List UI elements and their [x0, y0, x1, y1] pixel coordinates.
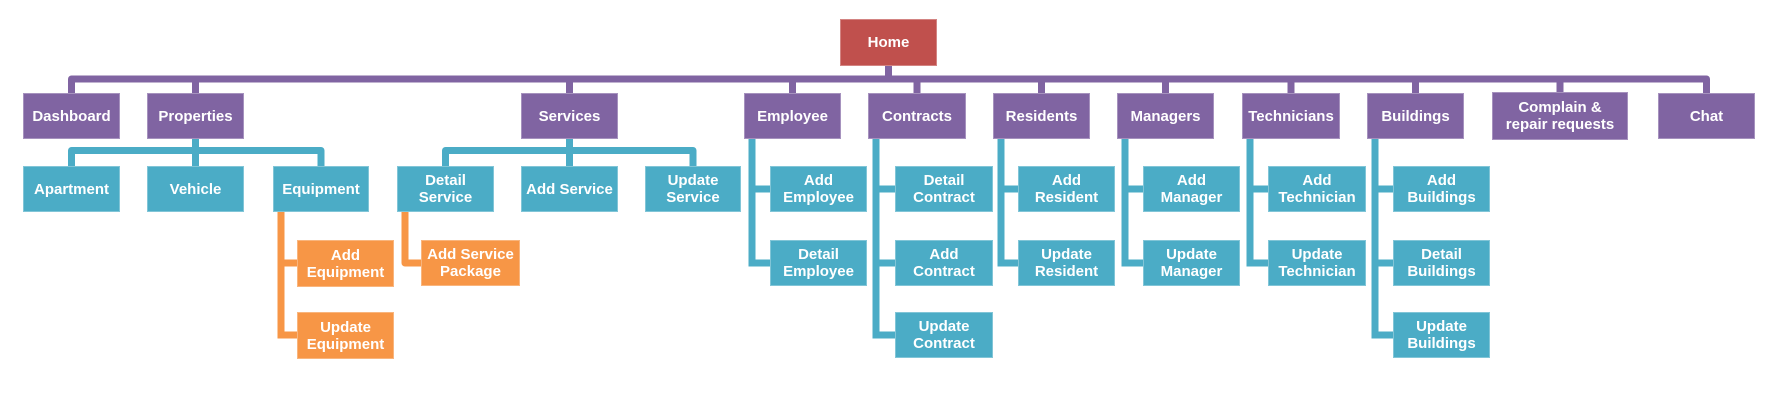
node-add-technician: Add Technician: [1268, 166, 1366, 212]
node-update-contract: Update Contract: [895, 312, 993, 358]
connector-detail-service-children: [401, 212, 421, 267]
node-add-resident: Add Resident: [1018, 166, 1115, 212]
node-add-manager: Add Manager: [1143, 166, 1240, 212]
node-update-resident: Update Resident: [1018, 240, 1115, 286]
node-vehicle: Vehicle: [147, 166, 244, 212]
connector-employee-children: [748, 139, 770, 267]
connector-home-sections: [68, 66, 1710, 93]
node-detail-employee: Detail Employee: [770, 240, 867, 286]
node-add-employee: Add Employee: [770, 166, 867, 212]
node-add-service: Add Service: [521, 166, 618, 212]
node-chat: Chat: [1658, 93, 1755, 139]
node-services: Services: [521, 93, 618, 139]
node-complain-repair-requests: Complain & repair requests: [1492, 92, 1628, 140]
node-technicians: Technicians: [1242, 93, 1340, 139]
connector-equipment-children: [277, 212, 297, 339]
node-managers: Managers: [1117, 93, 1214, 139]
node-home: Home: [840, 19, 937, 66]
node-contracts: Contracts: [868, 93, 966, 139]
node-employee: Employee: [744, 93, 841, 139]
node-update-service: Update Service: [645, 166, 741, 212]
node-add-service-package: Add Service Package: [421, 240, 520, 286]
connector-residents-children: [997, 139, 1018, 267]
node-detail-buildings: Detail Buildings: [1393, 240, 1490, 286]
node-properties: Properties: [147, 93, 244, 139]
node-equipment: Equipment: [273, 166, 369, 212]
connector-managers-children: [1121, 139, 1143, 267]
node-residents: Residents: [993, 93, 1090, 139]
node-add-equipment: Add Equipment: [297, 240, 394, 287]
node-update-buildings: Update Buildings: [1393, 312, 1490, 358]
node-detail-contract: Detail Contract: [895, 166, 993, 212]
connector-services-children: [442, 139, 697, 166]
node-add-buildings: Add Buildings: [1393, 166, 1490, 212]
connector-technicians-children: [1246, 139, 1268, 267]
connector-contracts-children: [872, 139, 895, 339]
connector-properties-children: [68, 139, 325, 166]
connector-buildings-children: [1371, 139, 1393, 339]
node-dashboard: Dashboard: [23, 93, 120, 139]
node-apartment: Apartment: [23, 166, 120, 212]
node-add-contract: Add Contract: [895, 240, 993, 286]
node-update-equipment: Update Equipment: [297, 312, 394, 359]
node-update-technician: Update Technician: [1268, 240, 1366, 286]
node-buildings: Buildings: [1367, 93, 1464, 139]
node-detail-service: Detail Service: [397, 166, 494, 212]
node-update-manager: Update Manager: [1143, 240, 1240, 286]
